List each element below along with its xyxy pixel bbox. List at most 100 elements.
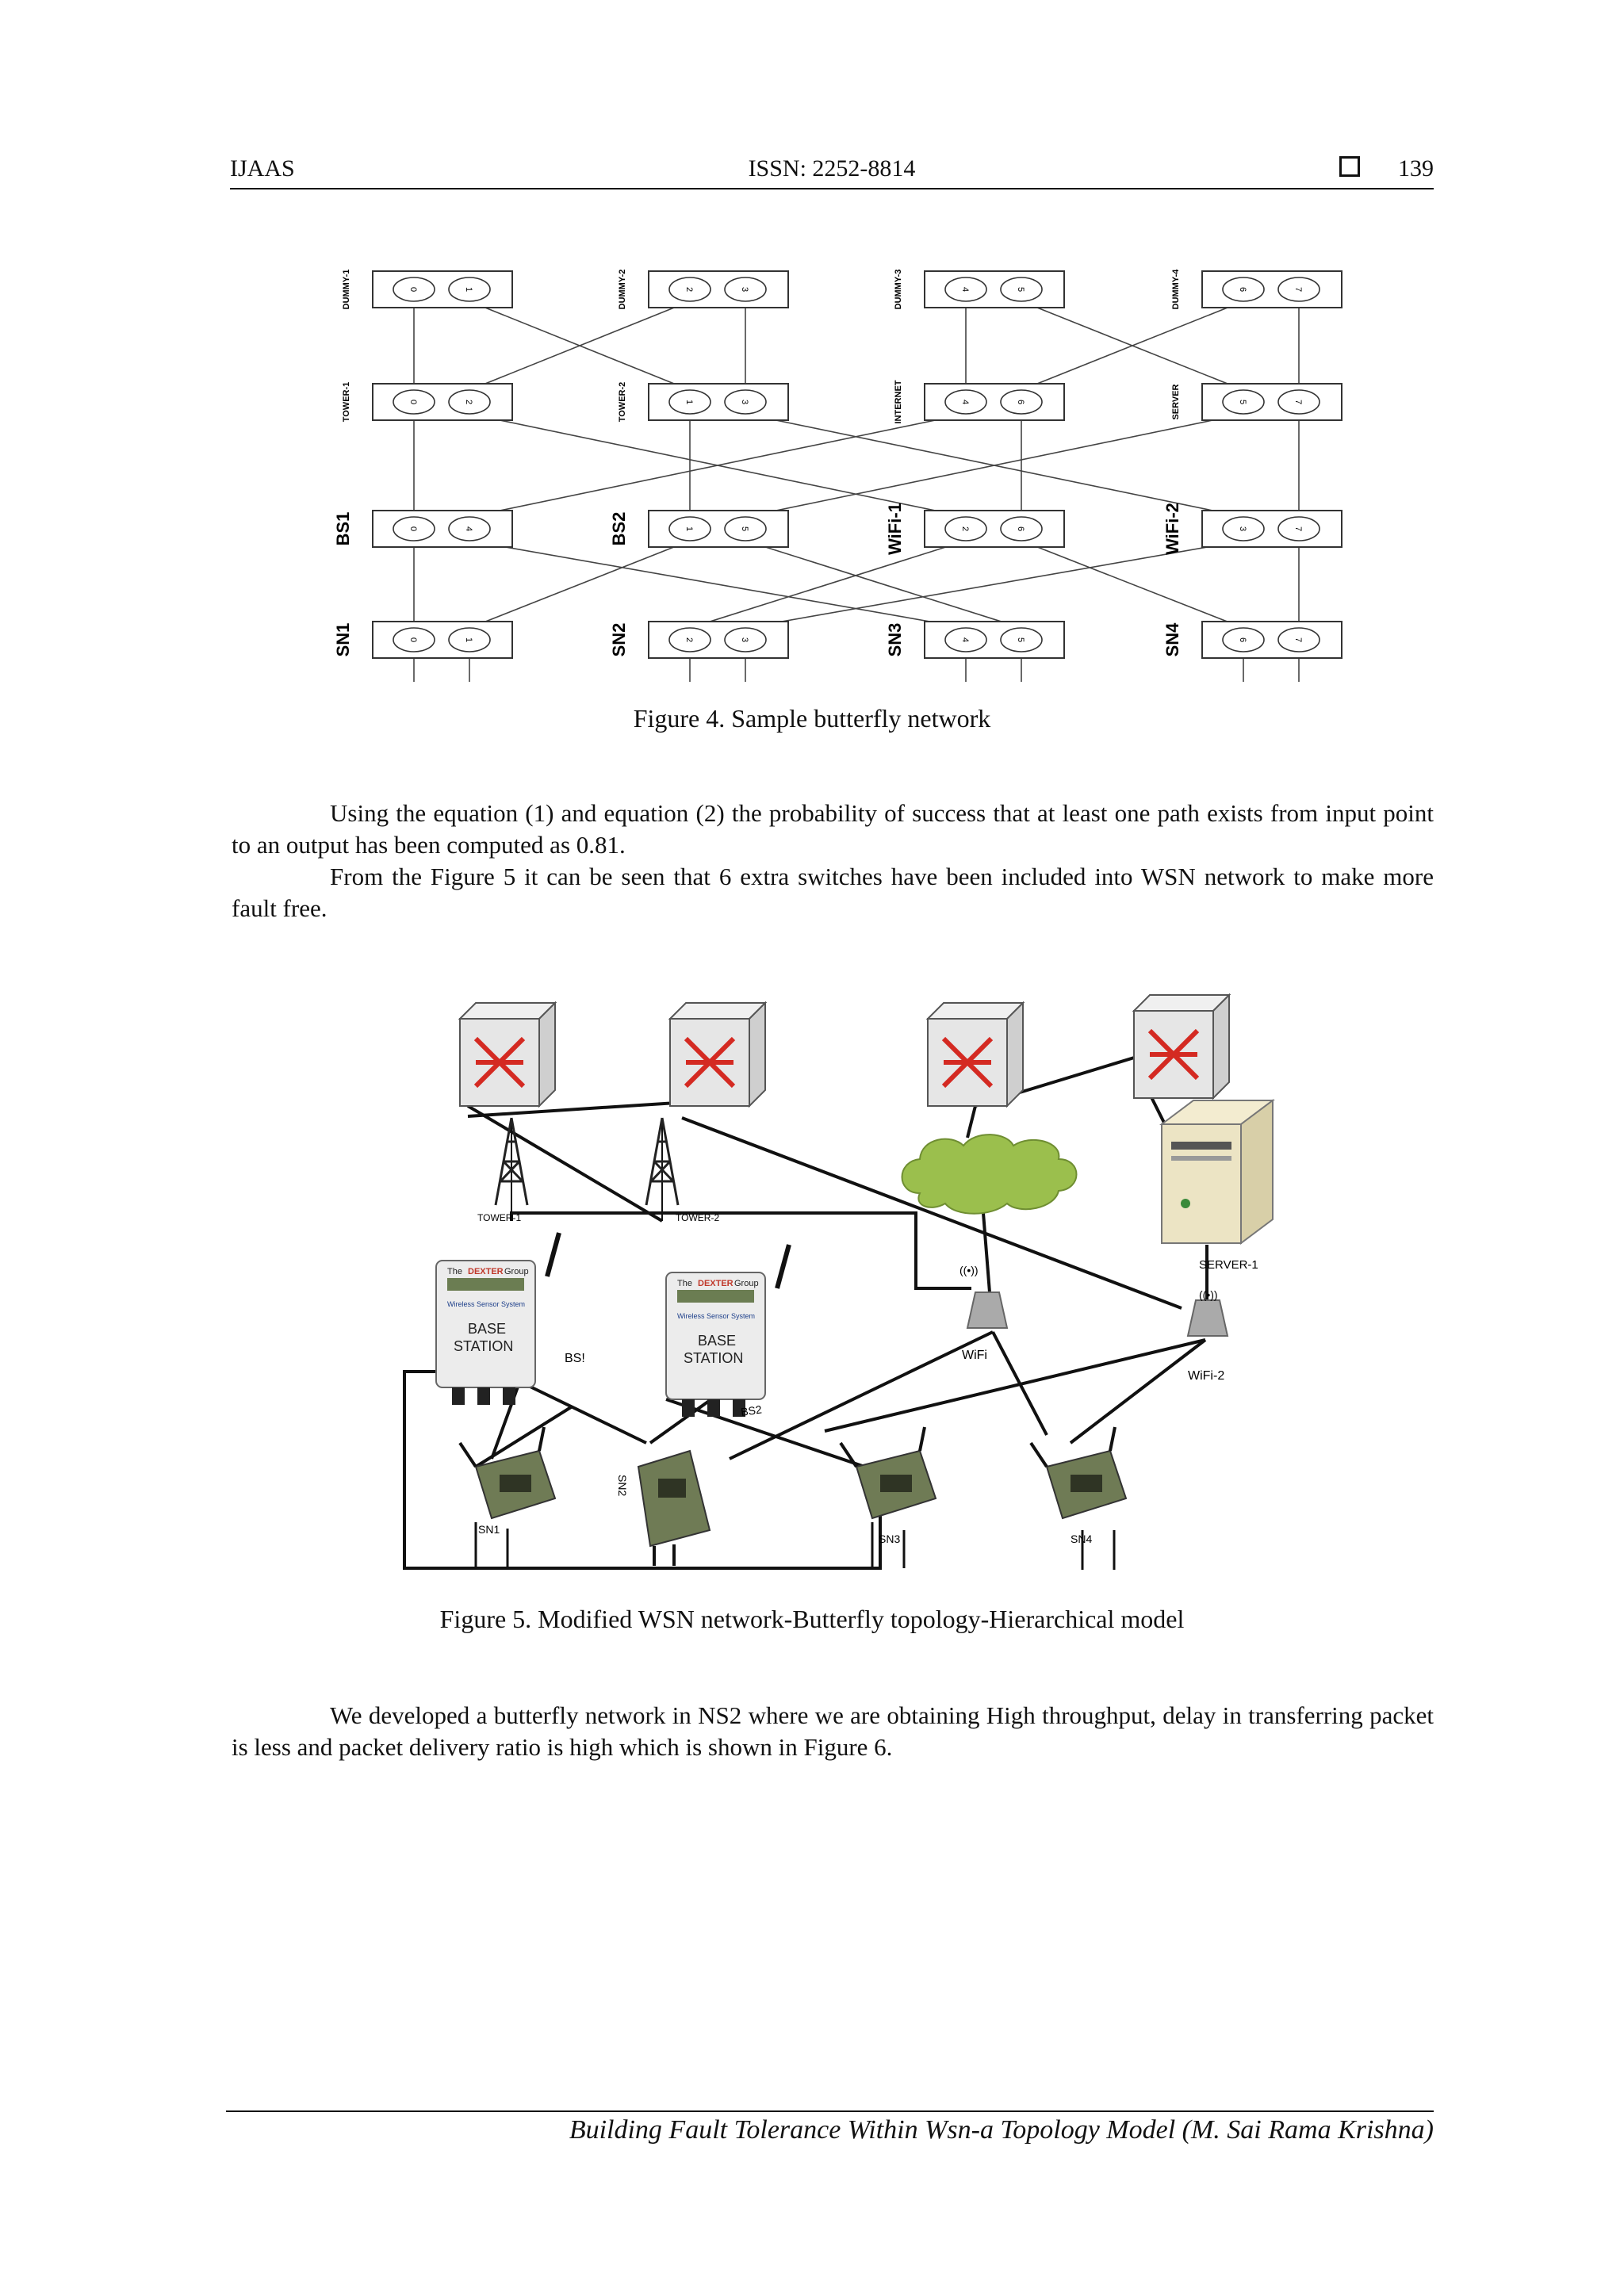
station-brand-group: Group — [734, 1279, 759, 1288]
station-brand-dexter: DEXTER — [698, 1279, 733, 1288]
port-label: 5 — [1016, 287, 1025, 292]
port-label: 7 — [1293, 526, 1303, 531]
switch-port — [1000, 277, 1043, 302]
internet-cloud-icon — [901, 1134, 1078, 1215]
figure-4-caption: Figure 4. Sample butterfly network — [633, 704, 991, 733]
port-label: 6 — [1238, 287, 1247, 292]
tower-icon — [494, 1117, 529, 1206]
port-label: 3 — [740, 287, 749, 292]
switch-port — [448, 277, 491, 302]
wifi-access-point-icon — [1186, 1299, 1229, 1337]
switch-label: SN4 — [1162, 622, 1182, 657]
port-label: 0 — [408, 637, 418, 642]
port-label: 6 — [1238, 637, 1247, 642]
switch-label: DUMMY-2 — [618, 270, 627, 310]
switch-port — [1000, 516, 1043, 541]
switch-label: TOWER-1 — [342, 382, 351, 423]
sensor-node-4 — [1029, 1426, 1128, 1520]
body-paragraphs-1: Using the equation (1) and equation (2) … — [232, 798, 1434, 924]
issn: ISSN: 2252-8814 — [748, 155, 916, 182]
network-link — [469, 300, 691, 391]
switch-port — [448, 389, 491, 415]
switch-icon — [668, 1001, 768, 1108]
switch-port — [1222, 627, 1265, 652]
network-link — [469, 540, 967, 629]
port-label: 1 — [684, 400, 694, 404]
wsn-hierarchical-diagram: TOWER-1 TOWER-2 SERVER-1 ((•)) WiFi ((•) — [403, 993, 1275, 1570]
port-label: 6 — [1016, 526, 1025, 531]
body-paragraphs-2: We developed a butterfly network in NS2 … — [232, 1700, 1434, 1763]
figure-5: TOWER-1 TOWER-2 SERVER-1 ((•)) WiFi ((•) — [349, 983, 1300, 1586]
switch-port — [1000, 389, 1043, 415]
switch-icon — [458, 1001, 557, 1108]
paragraph-3: We developed a butterfly network in NS2 … — [232, 1701, 1434, 1761]
network-link — [469, 540, 691, 629]
network-link — [745, 540, 1244, 629]
switch-port — [1277, 389, 1320, 415]
switch-port — [724, 277, 767, 302]
port-label: 3 — [1238, 526, 1247, 531]
base-station-2: The DEXTER Group Wireless Sensor System … — [665, 1244, 791, 1417]
port-label: 2 — [684, 637, 694, 642]
station-brand-dexter: DEXTER — [468, 1267, 504, 1276]
paragraph-2: From the Figure 5 it can be seen that 6 … — [232, 863, 1434, 922]
switch-label: INTERNET — [894, 380, 903, 423]
page-header: IJAAS ISSN: 2252-8814 139 — [230, 155, 1434, 190]
figure-5-caption: Figure 5. Modified WSN network-Butterfly… — [439, 1605, 1185, 1633]
switch-port — [944, 516, 987, 541]
sensor-node-1 — [458, 1426, 557, 1520]
paragraph-1: Using the equation (1) and equation (2) … — [232, 799, 1434, 859]
station-brand-the: The — [447, 1267, 462, 1276]
bs2-label: BS2 — [740, 1402, 763, 1418]
station-brand-group: Group — [504, 1267, 529, 1276]
switch-port — [668, 516, 711, 541]
port-label: 7 — [1293, 287, 1303, 292]
switch-label: TOWER-2 — [618, 382, 627, 423]
switch-label: DUMMY-4 — [1171, 269, 1181, 310]
server-icon — [1159, 1099, 1275, 1245]
switch-label: BS2 — [609, 512, 629, 546]
switch-port — [668, 627, 711, 652]
switch-label: SERVER — [1171, 384, 1181, 419]
port-label: 4 — [960, 637, 970, 642]
wifi-signal-glyph: ((•)) — [959, 1264, 979, 1276]
wifi-access-point-icon — [966, 1292, 1009, 1329]
switch-port — [668, 277, 711, 302]
switch-port — [1222, 277, 1265, 302]
switch-port — [944, 389, 987, 415]
switch-port — [1277, 516, 1320, 541]
switch-port — [393, 516, 435, 541]
port-label: 4 — [464, 526, 473, 531]
sensor-node-3 — [839, 1426, 937, 1520]
footer-rule — [226, 2110, 1434, 2112]
bs1-label: BS! — [565, 1352, 585, 1365]
network-link — [745, 540, 1022, 629]
wifi-2-label: WiFi-2 — [1188, 1369, 1224, 1383]
switch-port — [724, 389, 767, 415]
switch-label: WiFi-2 — [1162, 503, 1182, 555]
switch-icon — [925, 1001, 1025, 1108]
switch-port — [724, 516, 767, 541]
port-label: 2 — [960, 526, 970, 531]
switch-icon — [1132, 993, 1231, 1100]
station-line-2: STATION — [684, 1350, 743, 1366]
sn3-label: SN3 — [879, 1533, 900, 1545]
network-link — [689, 540, 967, 629]
station-line-1: BASE — [468, 1321, 506, 1337]
sn1-label: SN1 — [478, 1523, 500, 1536]
base-station-1: The DEXTER Group Wireless Sensor System … — [435, 1232, 561, 1405]
switch-port — [1277, 277, 1320, 302]
port-label: 1 — [464, 637, 473, 642]
journal-name: IJAAS — [230, 155, 295, 182]
switch-port — [1000, 627, 1043, 652]
